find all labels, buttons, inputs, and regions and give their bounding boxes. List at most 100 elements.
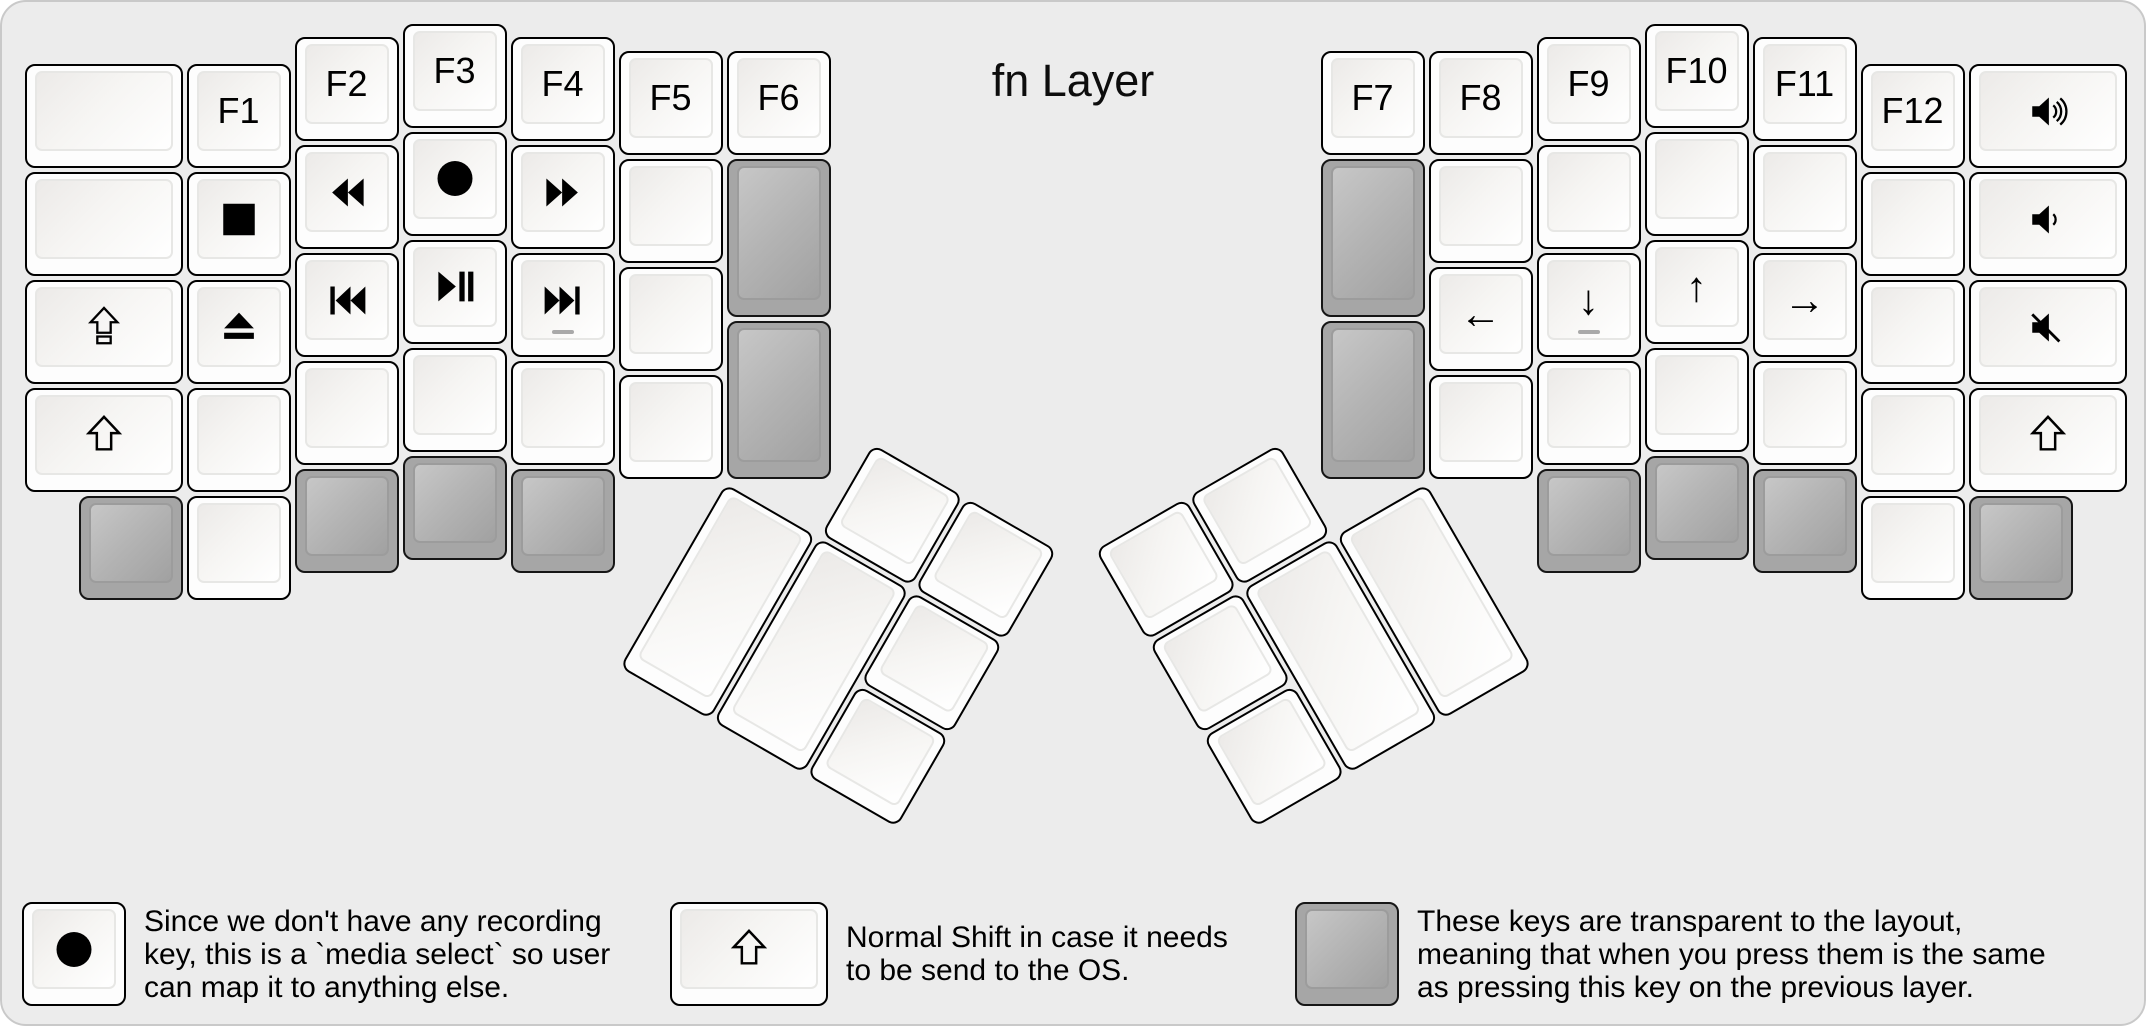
key-blank[interactable] bbox=[510, 361, 615, 465]
keycap bbox=[1654, 138, 1739, 219]
key-rewind[interactable] bbox=[294, 145, 399, 249]
key-f5[interactable]: F5 bbox=[618, 50, 723, 155]
keycap bbox=[34, 287, 173, 367]
key-label-f11: F11 bbox=[1774, 63, 1835, 104]
key-volume-down[interactable] bbox=[1968, 172, 2127, 276]
key-blank[interactable] bbox=[1644, 347, 1749, 452]
key-blank[interactable] bbox=[1644, 131, 1749, 236]
key-blank[interactable] bbox=[1536, 145, 1641, 249]
key-blank[interactable] bbox=[186, 496, 291, 600]
key-caps-lock[interactable] bbox=[24, 280, 183, 384]
key-prev-track[interactable] bbox=[294, 253, 399, 357]
key-shift[interactable] bbox=[24, 388, 183, 492]
key-transparent[interactable] bbox=[1644, 455, 1749, 560]
key-f12[interactable]: F12 bbox=[1860, 64, 1965, 168]
keycap bbox=[1330, 327, 1415, 462]
keycap bbox=[196, 179, 281, 259]
stop-icon bbox=[222, 203, 255, 235]
key-label-f10: F10 bbox=[1665, 49, 1728, 91]
key-blank[interactable] bbox=[1752, 145, 1857, 249]
key-blank[interactable] bbox=[1860, 280, 1965, 384]
keycap: F4 bbox=[520, 44, 605, 124]
keycap: F7 bbox=[1330, 57, 1415, 138]
key-transparent[interactable] bbox=[1968, 496, 2073, 600]
key-blank[interactable] bbox=[1536, 361, 1641, 465]
key-blank[interactable] bbox=[24, 64, 183, 168]
record-example-icon bbox=[56, 931, 92, 967]
key-f1[interactable]: F1 bbox=[186, 64, 291, 168]
keycap bbox=[412, 246, 497, 327]
key-record[interactable] bbox=[402, 131, 507, 236]
key-arrow-down[interactable]: ↓ bbox=[1536, 253, 1641, 357]
key-transparent[interactable] bbox=[1320, 158, 1425, 317]
key-blank[interactable] bbox=[186, 388, 291, 492]
key-transparent[interactable] bbox=[1536, 469, 1641, 573]
keycap bbox=[520, 260, 605, 340]
keycap: F5 bbox=[628, 57, 713, 138]
key-transparent[interactable] bbox=[726, 320, 831, 479]
key-transparent[interactable] bbox=[1320, 320, 1425, 479]
key-f3[interactable]: F3 bbox=[402, 23, 507, 128]
key-blank[interactable] bbox=[618, 266, 723, 371]
keycap bbox=[1762, 368, 1847, 448]
keycap bbox=[1546, 368, 1631, 448]
key-transparent[interactable] bbox=[726, 158, 831, 317]
key-blank[interactable] bbox=[1860, 172, 1965, 276]
key-f10[interactable]: F10 bbox=[1644, 23, 1749, 128]
key-stop[interactable] bbox=[186, 172, 291, 276]
key-transparent[interactable] bbox=[402, 455, 507, 560]
key-blank[interactable] bbox=[1428, 374, 1533, 479]
key-label-f12: F12 bbox=[1881, 90, 1944, 131]
keycap bbox=[628, 381, 713, 462]
key-transparent[interactable] bbox=[78, 496, 183, 600]
key-f9[interactable]: F9 bbox=[1536, 37, 1641, 141]
key-blank[interactable] bbox=[618, 374, 723, 479]
key-arrow-up[interactable]: ↑ bbox=[1644, 239, 1749, 344]
key-shift-example bbox=[670, 902, 828, 1006]
keycap bbox=[304, 368, 389, 448]
key-play-pause[interactable] bbox=[402, 239, 507, 344]
key-mute[interactable] bbox=[1968, 280, 2127, 384]
key-blank[interactable] bbox=[618, 158, 723, 263]
key-blank[interactable] bbox=[1860, 496, 1965, 600]
key-eject[interactable] bbox=[186, 280, 291, 384]
key-transparent[interactable] bbox=[1752, 469, 1857, 573]
keycap: F6 bbox=[736, 57, 821, 138]
key-f11[interactable]: F11 bbox=[1752, 37, 1857, 141]
keycap bbox=[680, 909, 818, 989]
key-fast-forward[interactable] bbox=[510, 145, 615, 249]
keycap bbox=[628, 165, 713, 246]
key-blank[interactable] bbox=[1752, 361, 1857, 465]
keycap bbox=[1978, 395, 2117, 475]
key-blank[interactable] bbox=[294, 361, 399, 465]
keycap bbox=[1546, 152, 1631, 232]
key-label-f1: F1 bbox=[217, 90, 260, 131]
key-f7[interactable]: F7 bbox=[1320, 50, 1425, 155]
key-f2[interactable]: F2 bbox=[294, 37, 399, 141]
key-transparent[interactable] bbox=[294, 469, 399, 573]
keycap: ↑ bbox=[1654, 246, 1739, 327]
keycap bbox=[1762, 152, 1847, 232]
key-arrow-left[interactable]: ← bbox=[1428, 266, 1533, 371]
keycap: F1 bbox=[196, 71, 281, 151]
legend-line: These keys are transparent to the layout… bbox=[1417, 904, 1963, 938]
key-f4[interactable]: F4 bbox=[510, 37, 615, 141]
key-blank[interactable] bbox=[1860, 388, 1965, 492]
key-f6[interactable]: F6 bbox=[726, 50, 831, 155]
keycap bbox=[1870, 287, 1955, 367]
key-blank[interactable] bbox=[24, 172, 183, 276]
key-shift[interactable] bbox=[1968, 388, 2127, 492]
key-blank[interactable] bbox=[1428, 158, 1533, 263]
layer-title: fn Layer bbox=[991, 55, 1155, 106]
key-next-track[interactable] bbox=[510, 253, 615, 357]
keycap bbox=[1546, 476, 1631, 556]
key-blank[interactable] bbox=[402, 347, 507, 452]
key-volume-up[interactable] bbox=[1968, 64, 2127, 168]
key-f8[interactable]: F8 bbox=[1428, 50, 1533, 155]
key-arrow-right[interactable]: → bbox=[1752, 253, 1857, 357]
legend-line: meaning that when you press them is the … bbox=[1417, 937, 2046, 971]
key-transparent[interactable] bbox=[510, 469, 615, 573]
key-label-f3: F3 bbox=[433, 49, 476, 91]
